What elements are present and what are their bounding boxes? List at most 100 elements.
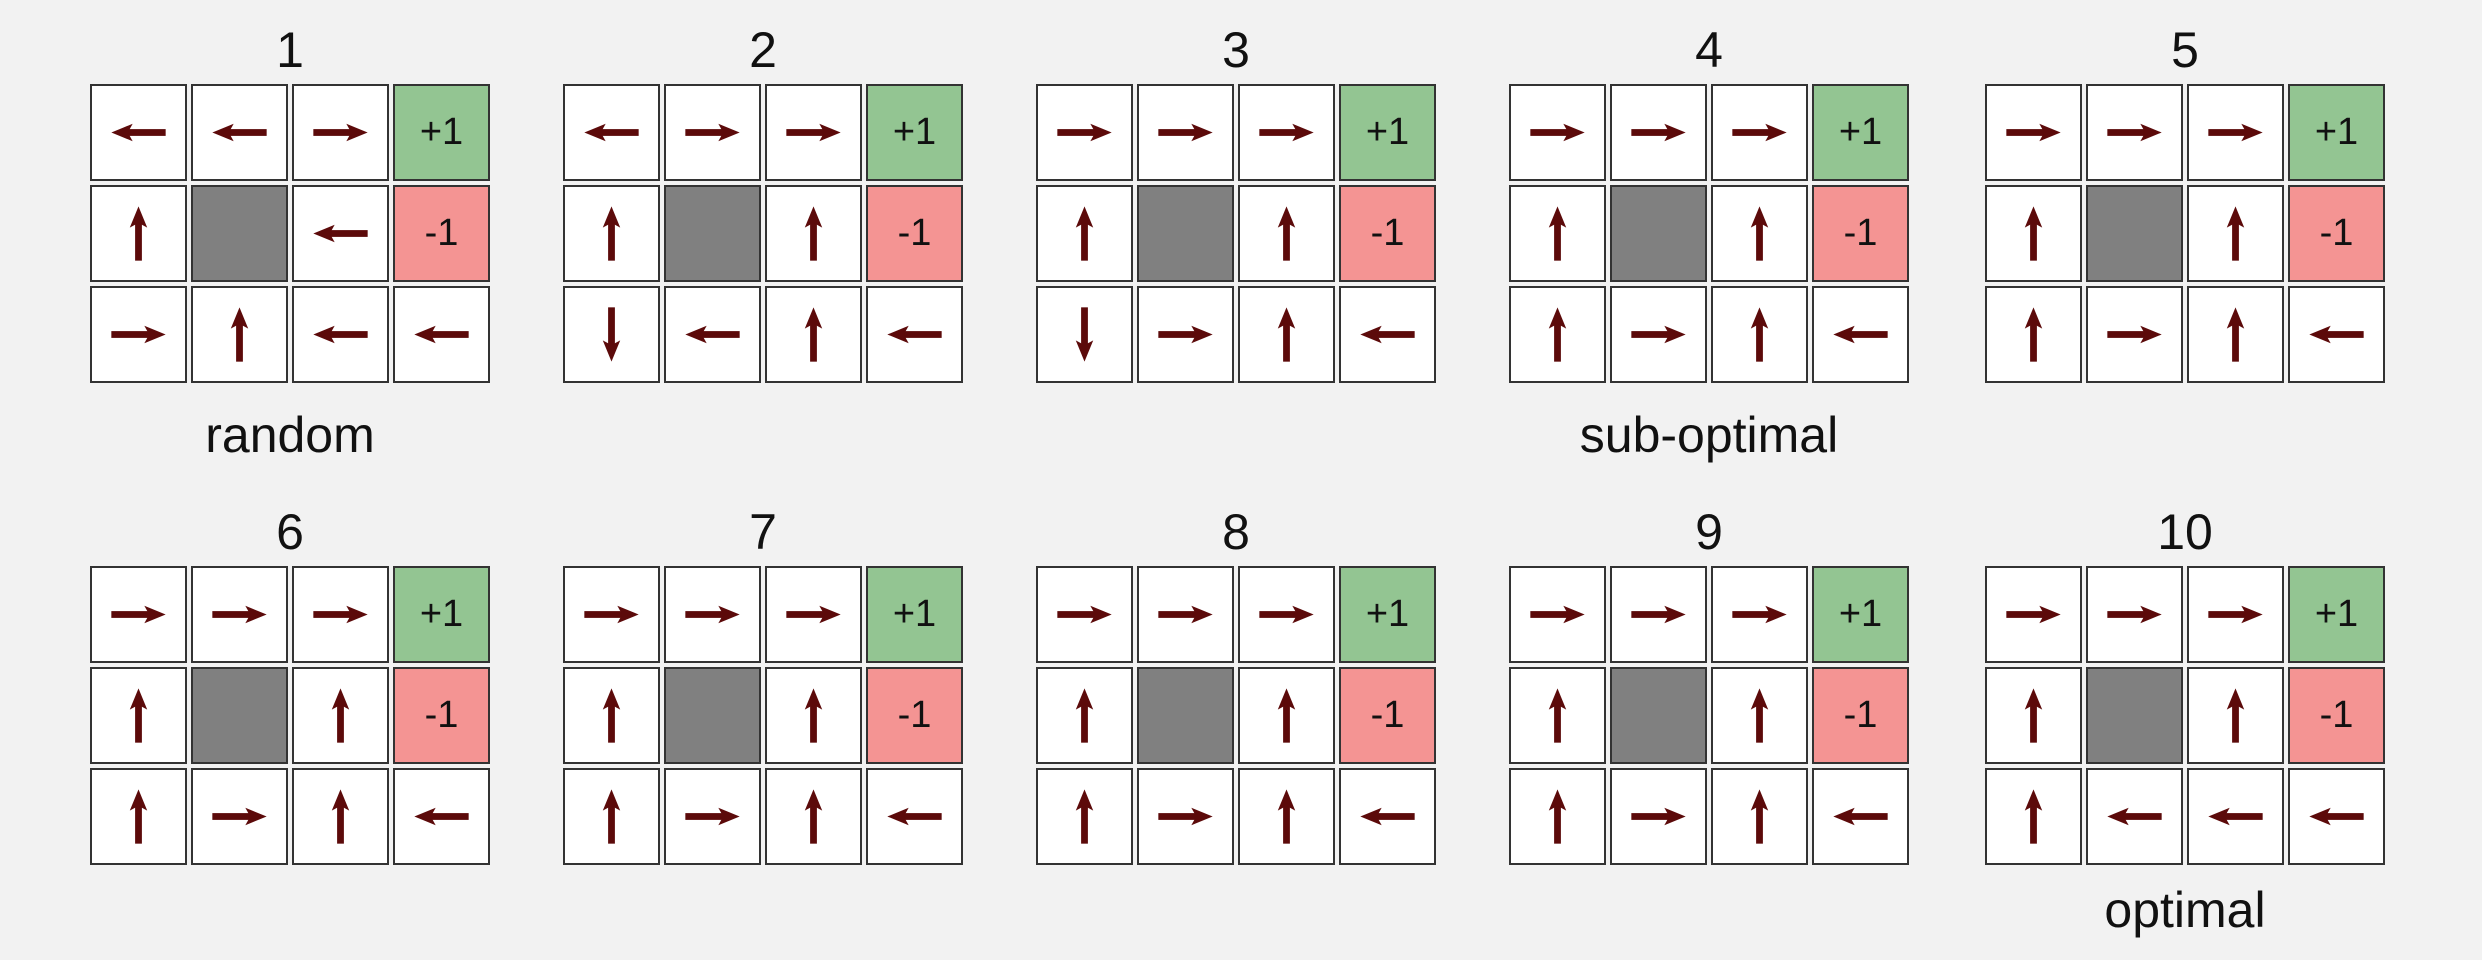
policy-cell [393, 286, 490, 383]
policy-cell [563, 768, 660, 865]
policy-cell [90, 768, 187, 865]
negative-reward-cell: -1 [393, 185, 490, 282]
policy-cell [1509, 566, 1606, 663]
panel-title: 8 [1222, 504, 1250, 560]
arrow-right-icon [1238, 84, 1335, 181]
arrow-up-icon [563, 768, 660, 865]
arrow-right-icon [1137, 84, 1234, 181]
policy-cell [90, 286, 187, 383]
wall-cell [1137, 185, 1234, 282]
policy-cell [1711, 667, 1808, 764]
arrow-right-icon [90, 286, 187, 383]
arrow-left-icon [2187, 768, 2284, 865]
arrow-up-icon [1985, 768, 2082, 865]
positive-reward-cell: +1 [866, 566, 963, 663]
policy-cell [1238, 286, 1335, 383]
policy-cell [90, 566, 187, 663]
arrow-left-icon [866, 286, 963, 383]
arrow-up-icon [1509, 768, 1606, 865]
arrow-right-icon [292, 566, 389, 663]
arrow-up-icon [1238, 286, 1335, 383]
arrow-right-icon [191, 768, 288, 865]
arrow-right-icon [1610, 84, 1707, 181]
arrow-left-icon [1339, 768, 1436, 865]
policy-cell [2086, 566, 2183, 663]
arrow-up-icon [1036, 185, 1133, 282]
arrow-left-icon [866, 768, 963, 865]
gridworld: +1-1 [1509, 84, 1909, 383]
policy-cell [563, 84, 660, 181]
policy-cell [292, 667, 389, 764]
policy-cell [765, 768, 862, 865]
policy-cell [292, 566, 389, 663]
arrow-right-icon [2086, 566, 2183, 663]
gridworld: +1-1 [563, 84, 963, 383]
arrow-up-icon [90, 667, 187, 764]
policy-cell [1985, 84, 2082, 181]
policy-cell [2086, 84, 2183, 181]
policy-cell [866, 768, 963, 865]
arrow-right-icon [1509, 84, 1606, 181]
arrow-up-icon [1711, 768, 1808, 865]
arrow-left-icon [393, 286, 490, 383]
wall-cell [2086, 667, 2183, 764]
policy-cell [1711, 185, 1808, 282]
arrow-right-icon [664, 84, 761, 181]
arrow-left-icon [90, 84, 187, 181]
policy-cell [1339, 286, 1436, 383]
policy-cell [1036, 768, 1133, 865]
panel-title: 1 [276, 22, 304, 78]
policy-cell [1985, 566, 2082, 663]
gridworld: +1-1 [1036, 566, 1436, 865]
positive-reward-cell: +1 [866, 84, 963, 181]
arrow-right-icon [292, 84, 389, 181]
policy-cell [1812, 286, 1909, 383]
policy-cell [1137, 566, 1234, 663]
arrow-up-icon [1985, 667, 2082, 764]
arrow-up-icon [765, 768, 862, 865]
arrow-left-icon [1812, 768, 1909, 865]
policy-cell [1985, 185, 2082, 282]
gridworld: +1-1 [1509, 566, 1909, 865]
policy-cell [563, 185, 660, 282]
arrow-up-icon [90, 185, 187, 282]
arrow-right-icon [1985, 84, 2082, 181]
arrow-left-icon [563, 84, 660, 181]
policy-cell [191, 566, 288, 663]
arrow-right-icon [90, 566, 187, 663]
arrow-up-icon [90, 768, 187, 865]
policy-cell [563, 667, 660, 764]
policy-cell [2187, 185, 2284, 282]
gridworld: +1-1 [90, 84, 490, 383]
arrow-right-icon [1610, 768, 1707, 865]
arrow-left-icon [191, 84, 288, 181]
policy-cell [90, 84, 187, 181]
policy-cell [1238, 185, 1335, 282]
policy-cell [765, 566, 862, 663]
arrow-left-icon [2288, 768, 2385, 865]
arrow-right-icon [1711, 84, 1808, 181]
policy-cell [2288, 768, 2385, 865]
arrow-right-icon [1036, 84, 1133, 181]
arrow-left-icon [292, 185, 389, 282]
arrow-right-icon [765, 566, 862, 663]
policy-cell [1036, 667, 1133, 764]
policy-cell [1036, 185, 1133, 282]
negative-reward-cell: -1 [866, 185, 963, 282]
policy-cell [563, 566, 660, 663]
arrow-right-icon [1137, 566, 1234, 663]
policy-cell [664, 566, 761, 663]
policy-cell [292, 185, 389, 282]
panel-caption: sub-optimal [1579, 407, 1839, 463]
arrow-down-icon [563, 286, 660, 383]
policy-cell [1610, 286, 1707, 383]
policy-cell [1509, 286, 1606, 383]
arrow-right-icon [1137, 768, 1234, 865]
policy-cell [393, 768, 490, 865]
arrow-up-icon [1509, 286, 1606, 383]
arrow-right-icon [1036, 566, 1133, 663]
policy-cell [191, 84, 288, 181]
wall-cell [1137, 667, 1234, 764]
arrow-up-icon [292, 768, 389, 865]
arrow-up-icon [765, 185, 862, 282]
